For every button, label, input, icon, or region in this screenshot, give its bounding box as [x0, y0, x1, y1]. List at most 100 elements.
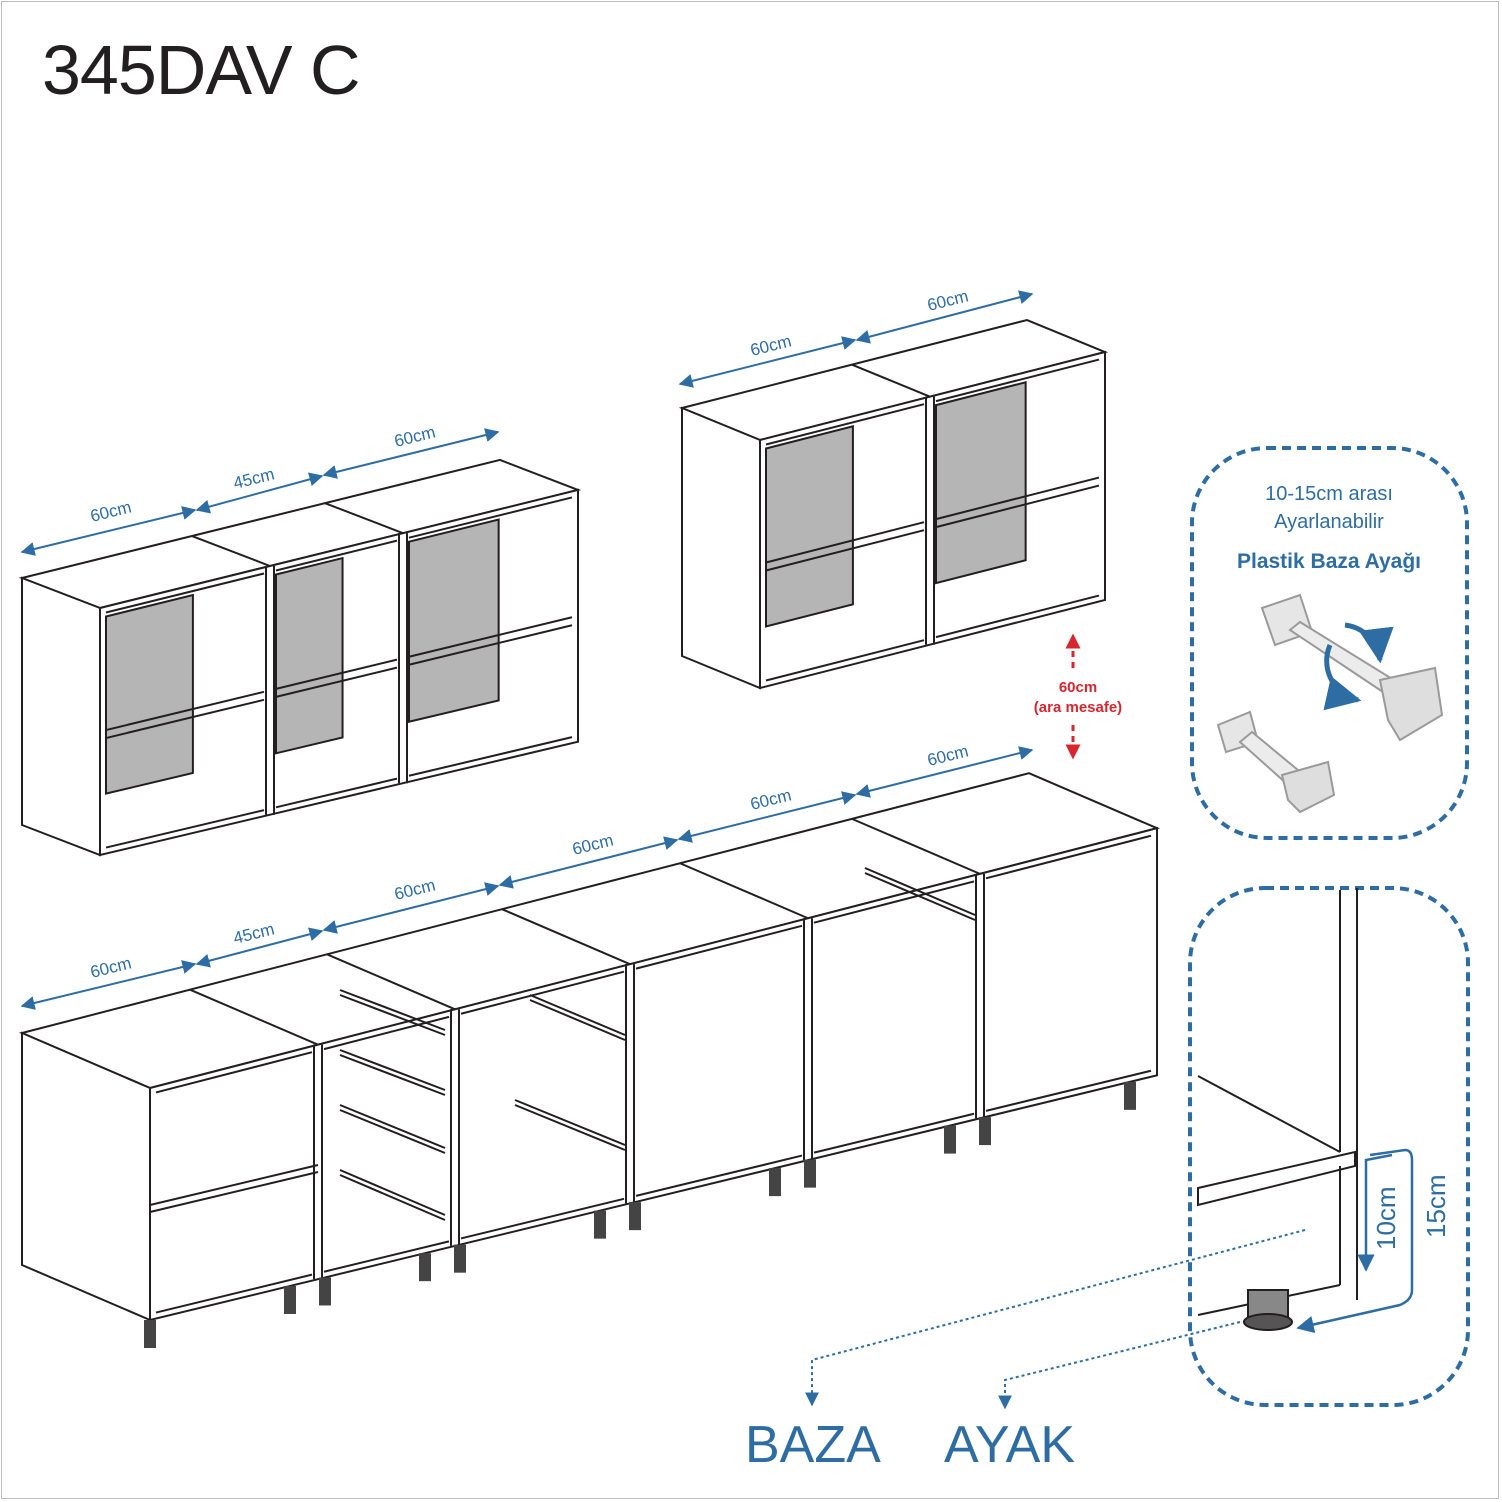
dim-label: 60cm — [88, 953, 133, 981]
shelf — [935, 476, 1100, 521]
dim-label: 60cm — [88, 497, 133, 525]
inner-edge — [765, 403, 925, 446]
detail-dimensions — [1296, 1148, 1414, 1334]
divider-top — [189, 988, 319, 1046]
inner-edge — [275, 539, 398, 572]
drawer-rail — [864, 867, 976, 916]
leg — [629, 1202, 641, 1231]
cabinet-side — [681, 406, 761, 690]
baza-label: BAZA — [745, 1416, 881, 1474]
page-title: 345DAV C — [42, 31, 361, 109]
divider-top — [851, 817, 981, 875]
leg — [454, 1244, 466, 1273]
leg-info-line1: 10-15cm arası — [1265, 483, 1393, 505]
leg-info-box — [1190, 446, 1469, 840]
gap-label: (ara mesafe) — [1034, 699, 1122, 716]
drawer-rail — [339, 1169, 446, 1216]
leg — [594, 1210, 606, 1239]
inner-edge — [155, 1051, 313, 1094]
back-panel — [935, 380, 1027, 585]
leg — [144, 1320, 156, 1348]
shelf — [408, 616, 573, 658]
shelf — [149, 1164, 319, 1206]
dim-10cm: 10cm — [1371, 1186, 1401, 1250]
leg — [1124, 1081, 1136, 1110]
inner-edge — [985, 1069, 1152, 1112]
shelf — [765, 529, 925, 572]
lower-dimensions — [20, 746, 1034, 1010]
drawer-rail — [514, 1099, 626, 1146]
shelf — [275, 666, 398, 698]
drawer-rail — [339, 994, 446, 1036]
leg-info-title: Plastik Baza Ayağı — [1237, 550, 1421, 573]
leg — [804, 1159, 816, 1188]
back-panel — [275, 556, 344, 755]
ayak-label: AYAK — [944, 1416, 1075, 1474]
back-panel — [408, 518, 500, 724]
leg — [769, 1168, 781, 1197]
divider-top — [501, 908, 631, 966]
back-panel — [105, 593, 194, 795]
shelf — [408, 624, 573, 666]
leg — [419, 1253, 431, 1282]
inner-edge — [323, 1015, 450, 1051]
divider-top — [326, 953, 456, 1011]
drawer-rail — [514, 1104, 626, 1151]
inner-edge — [935, 358, 1100, 403]
inner-edge — [460, 1197, 625, 1240]
gap-value: 60cm — [1059, 679, 1097, 696]
inner-edge — [635, 1154, 803, 1197]
drawer-rail — [529, 999, 626, 1041]
shelf — [149, 1171, 319, 1213]
shelf — [765, 521, 925, 564]
drawer-rail — [529, 994, 626, 1036]
inner-edge — [635, 924, 803, 970]
leg — [944, 1125, 956, 1154]
drawer-rail — [864, 872, 976, 921]
leg — [979, 1117, 991, 1146]
dim-label: 60cm — [570, 830, 615, 858]
dim-15cm: 15cm — [1421, 1174, 1451, 1238]
dim-label: 60cm — [392, 422, 437, 450]
drawer-rail — [339, 1104, 446, 1149]
inner-edge — [323, 1240, 450, 1273]
drawer-rail — [339, 989, 446, 1031]
drawer-rail — [339, 1049, 446, 1091]
inner-edge — [275, 777, 398, 809]
cabinet-side — [21, 576, 101, 857]
inner-edge — [813, 880, 975, 924]
dim-label: 60cm — [748, 785, 793, 813]
drawer-rail — [339, 1109, 446, 1154]
leg — [284, 1285, 296, 1314]
shelf — [275, 658, 398, 690]
inner-edge — [155, 1273, 313, 1314]
dim-label: 60cm — [748, 331, 793, 359]
inner-edge — [105, 809, 265, 849]
divider-top — [679, 862, 809, 920]
inner-edge — [105, 572, 265, 614]
pointer-lines — [805, 1229, 1306, 1410]
inner-edge — [935, 594, 1100, 639]
upper-left-dimensions — [20, 428, 500, 556]
dim-label: 60cm — [392, 875, 437, 903]
inner-edge — [408, 736, 573, 777]
drawer-rail — [339, 1054, 446, 1096]
inner-edge — [408, 496, 573, 539]
divider-top — [851, 363, 931, 398]
dim-label: 60cm — [925, 286, 970, 314]
dim-label: 45cm — [231, 919, 276, 947]
shelf — [105, 698, 265, 740]
adjustable-leg-icon — [1216, 593, 1444, 814]
shelf — [105, 690, 265, 732]
inner-edge — [460, 970, 625, 1015]
drawer-rail — [339, 1174, 446, 1221]
leg — [319, 1277, 331, 1306]
detail-cabinet — [1197, 888, 1358, 1331]
back-panel — [765, 425, 854, 628]
divider-top — [324, 502, 404, 535]
cabinet-group — [18, 318, 1161, 1348]
inner-edge — [765, 639, 925, 682]
